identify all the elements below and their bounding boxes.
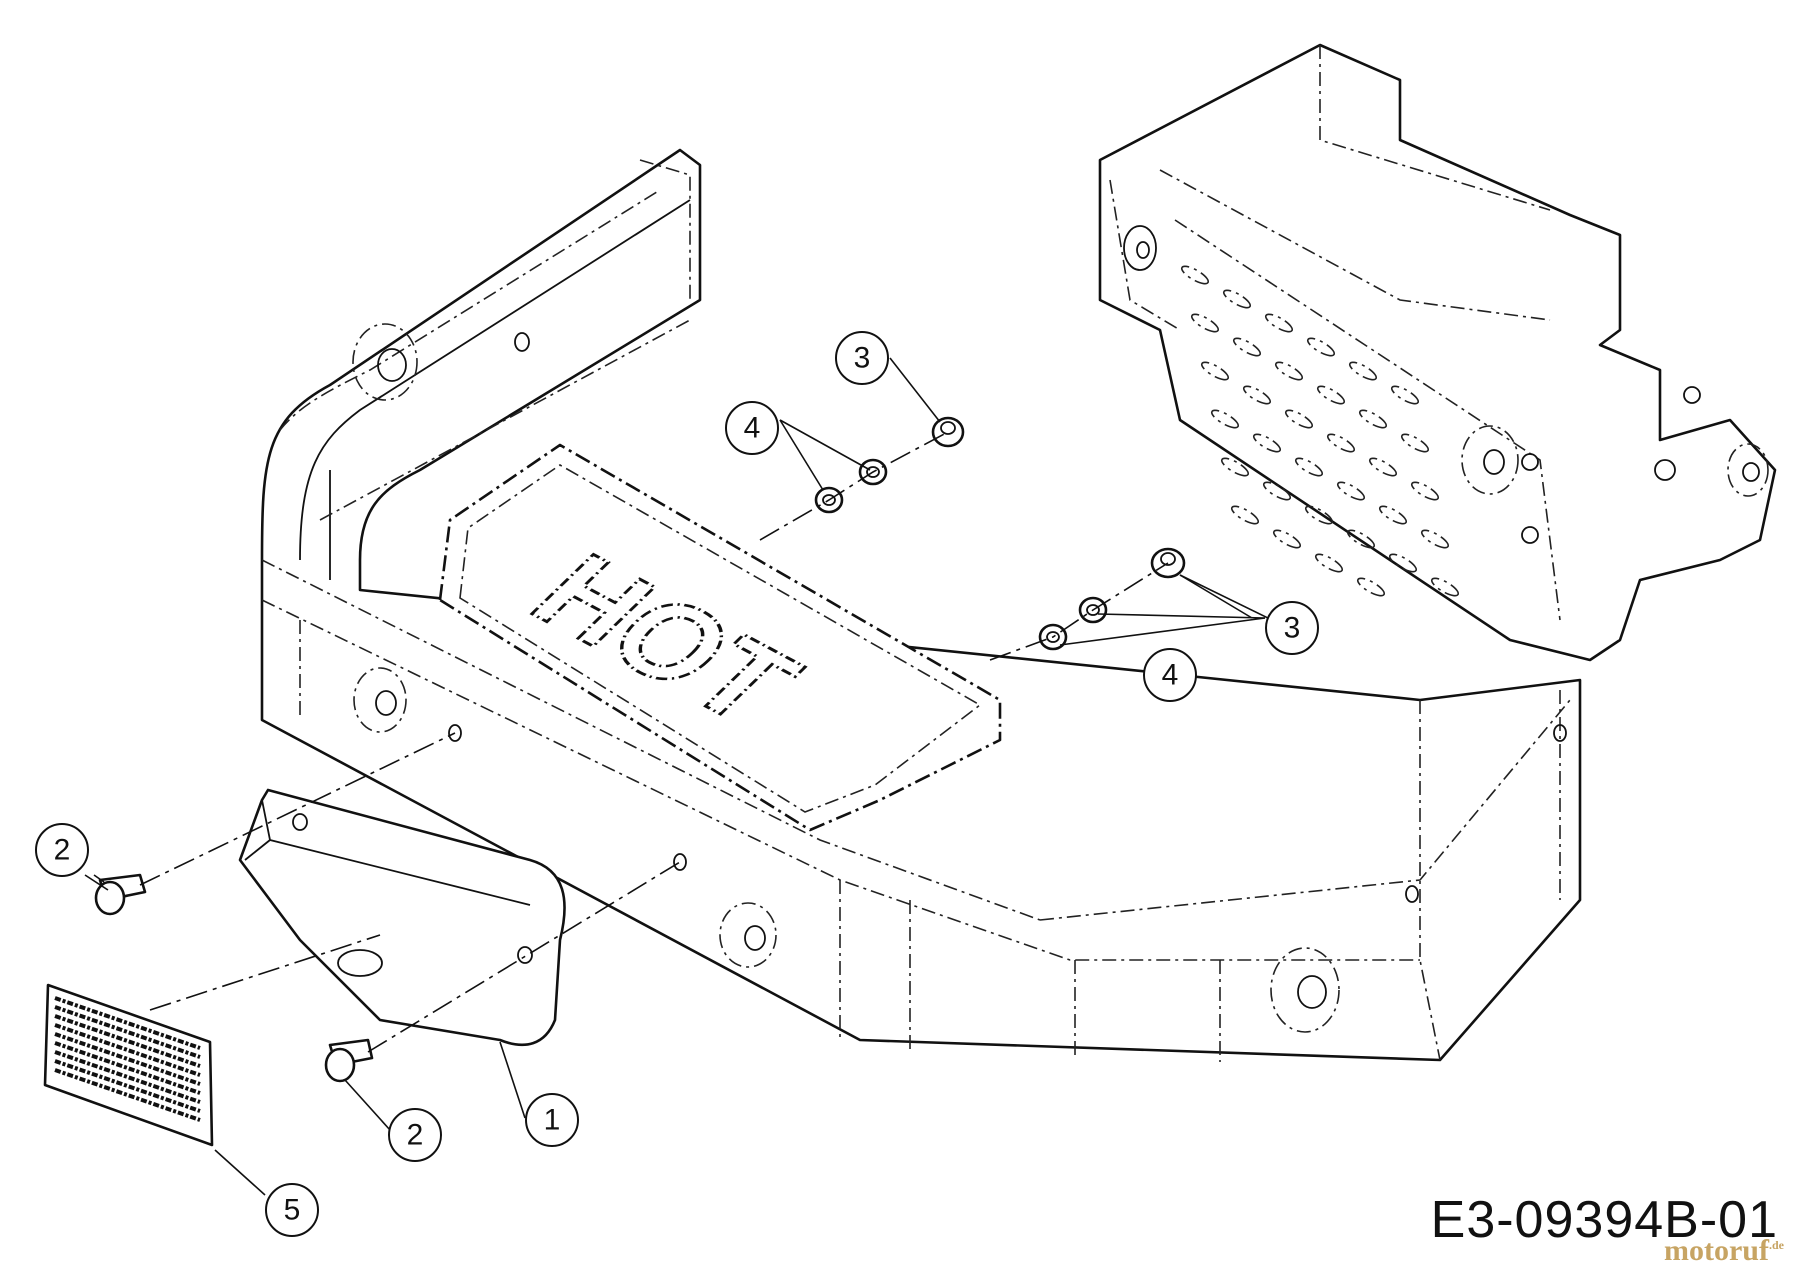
label-text-line	[54, 1068, 201, 1122]
label-text-line	[54, 1059, 201, 1113]
frame-boss-front-right	[1270, 947, 1340, 1033]
flange-nut	[931, 416, 965, 448]
callout-2: 2	[35, 823, 89, 877]
vent-slot	[1306, 337, 1336, 357]
vent-slot	[1294, 457, 1324, 477]
callout-5: 5	[265, 1183, 319, 1237]
vent-slot	[1348, 361, 1378, 381]
warning-label-text-lines	[54, 996, 201, 1122]
vent-slot	[1358, 409, 1388, 429]
muffler-vent-slots	[1180, 265, 1460, 597]
vent-slot	[1272, 529, 1302, 549]
callout-4: 4	[725, 401, 779, 455]
svg-text:3: 3	[854, 342, 871, 375]
muffler-bolt	[1521, 453, 1539, 471]
muffler-ear-right	[1461, 425, 1519, 495]
label-text-line	[54, 996, 201, 1050]
vent-slot	[1274, 361, 1304, 381]
vent-slot	[1430, 577, 1460, 597]
callout-1: 1	[525, 1093, 579, 1147]
frame-hole	[1405, 885, 1419, 903]
frame-hole	[1553, 724, 1567, 742]
callout-4: 4	[1143, 648, 1197, 702]
vent-slot	[1336, 481, 1366, 501]
frame-boss-front-left	[353, 667, 407, 733]
svg-text:2: 2	[407, 1119, 424, 1152]
vent-slot	[1220, 457, 1250, 477]
label-text-line	[54, 1014, 201, 1068]
vent-slot	[1388, 553, 1418, 573]
assembly-center-lines	[139, 431, 1169, 1053]
label-text-line	[54, 1032, 201, 1086]
vent-slot	[1410, 481, 1440, 501]
watermark-suffix: .de	[1769, 1238, 1784, 1252]
callout-2: 2	[388, 1108, 442, 1162]
svg-text:4: 4	[1162, 659, 1179, 692]
muffler-bolt	[1654, 459, 1676, 481]
vent-slot	[1368, 457, 1398, 477]
vent-slot	[1420, 529, 1450, 549]
vent-slot	[1390, 385, 1420, 405]
callout-leaders	[84, 357, 1273, 1196]
watermark-name: motoruf	[1664, 1234, 1769, 1267]
bracket-center-hole	[337, 949, 383, 977]
frame-boss-left	[352, 323, 418, 401]
vent-slot	[1232, 337, 1262, 357]
label-text-line	[54, 1023, 201, 1077]
vent-slot	[1378, 505, 1408, 525]
vent-slot	[1264, 313, 1294, 333]
frame-boss-front-center	[719, 902, 777, 968]
bracket-hole	[517, 946, 533, 964]
bracket-hole	[292, 813, 308, 831]
vent-slot	[1180, 265, 1210, 285]
vent-slot	[1262, 481, 1292, 501]
vent-slot	[1346, 529, 1376, 549]
vent-slot	[1314, 553, 1344, 573]
svg-text:3: 3	[1284, 612, 1301, 645]
svg-text:4: 4	[744, 412, 761, 445]
vent-slot	[1326, 433, 1356, 453]
vent-slot	[1400, 433, 1430, 453]
washer	[1078, 596, 1108, 624]
svg-text:1: 1	[544, 1104, 561, 1137]
label-text-line	[54, 1005, 201, 1059]
hex-bolt	[324, 1038, 374, 1083]
frame-hole	[448, 724, 462, 742]
svg-text:2: 2	[54, 834, 71, 867]
callout-3: 3	[835, 331, 889, 385]
label-text-line	[54, 1041, 201, 1095]
muffler-ear-left	[1123, 225, 1157, 271]
svg-text:5: 5	[284, 1194, 301, 1227]
drawing-code: E3-09394B-01	[1430, 1191, 1778, 1249]
warning-label	[43, 983, 214, 1147]
frame-hole	[514, 332, 530, 352]
muffler-assembly	[1098, 43, 1777, 662]
label-text-line	[54, 1050, 201, 1104]
vent-slot	[1190, 313, 1220, 333]
vent-slot	[1356, 577, 1386, 597]
vent-slot	[1210, 409, 1240, 429]
muffler-bolt	[1521, 526, 1539, 544]
muffler-ear-far-right	[1727, 443, 1769, 497]
hex-bolt	[94, 873, 147, 916]
muffler-bolt	[1683, 386, 1701, 404]
footrest-frame	[260, 148, 1582, 1062]
vent-slot	[1230, 505, 1260, 525]
watermark-logo: motoruf.de	[1664, 1234, 1784, 1268]
vent-slot	[1242, 385, 1272, 405]
vent-slot	[1252, 433, 1282, 453]
vent-slot	[1222, 289, 1252, 309]
frame-hole	[673, 853, 687, 871]
callout-3: 3	[1265, 601, 1319, 655]
vent-slot	[1316, 385, 1346, 405]
vent-slot	[1304, 505, 1334, 525]
vent-slot	[1284, 409, 1314, 429]
vent-slot	[1200, 361, 1230, 381]
